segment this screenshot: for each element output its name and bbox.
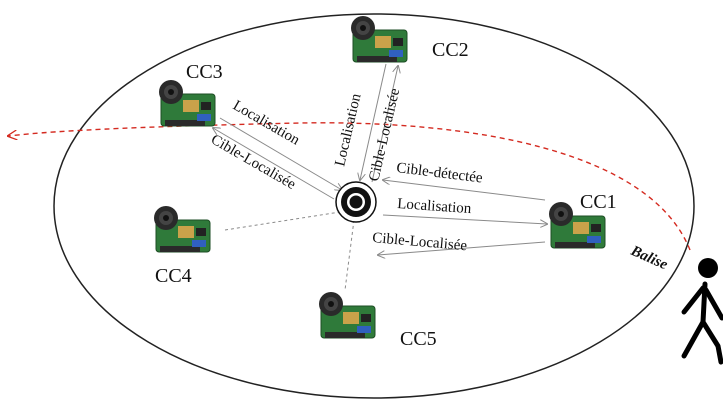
link-cc4 bbox=[224, 211, 341, 231]
walking-person-icon bbox=[681, 258, 723, 365]
arrow-cc2-localisation bbox=[360, 63, 387, 180]
node-label-cc3: CC3 bbox=[186, 61, 223, 83]
arrow-cc1-cible-detectee bbox=[383, 180, 546, 201]
link-cc5 bbox=[344, 219, 355, 291]
arrow-cc1-cible-localisee bbox=[378, 241, 546, 255]
camera-board-cc5 bbox=[318, 291, 376, 339]
msg-cc1-cible-detectee: Cible-détectée bbox=[396, 160, 484, 186]
arrow-cc3-cible-localisee bbox=[213, 128, 335, 200]
node-label-cc4: CC4 bbox=[155, 265, 192, 287]
arrow-cc2-cible-localisee bbox=[371, 66, 398, 183]
sink-node bbox=[335, 181, 377, 223]
camera-board-cc3 bbox=[158, 79, 216, 127]
target-label: Balise bbox=[627, 243, 670, 274]
msg-cc1-cible-localisee: Cible-Localisée bbox=[372, 230, 468, 254]
arrow-cc3-localisation bbox=[219, 117, 342, 190]
target-trajectory bbox=[8, 122, 691, 251]
coverage-ellipse bbox=[53, 13, 695, 399]
msg-cc3-localisation: Localisation bbox=[230, 98, 303, 149]
camera-board-cc2 bbox=[350, 15, 408, 63]
node-label-cc2: CC2 bbox=[432, 39, 469, 61]
msg-cc1-localisation: Localisation bbox=[397, 196, 473, 217]
arrow-cc1-localisation bbox=[382, 214, 547, 224]
node-label-cc5: CC5 bbox=[400, 328, 437, 350]
msg-cc2-localisation: Localisation bbox=[332, 92, 364, 168]
camera-board-cc4 bbox=[153, 205, 211, 253]
node-label-cc1: CC1 bbox=[580, 191, 617, 213]
